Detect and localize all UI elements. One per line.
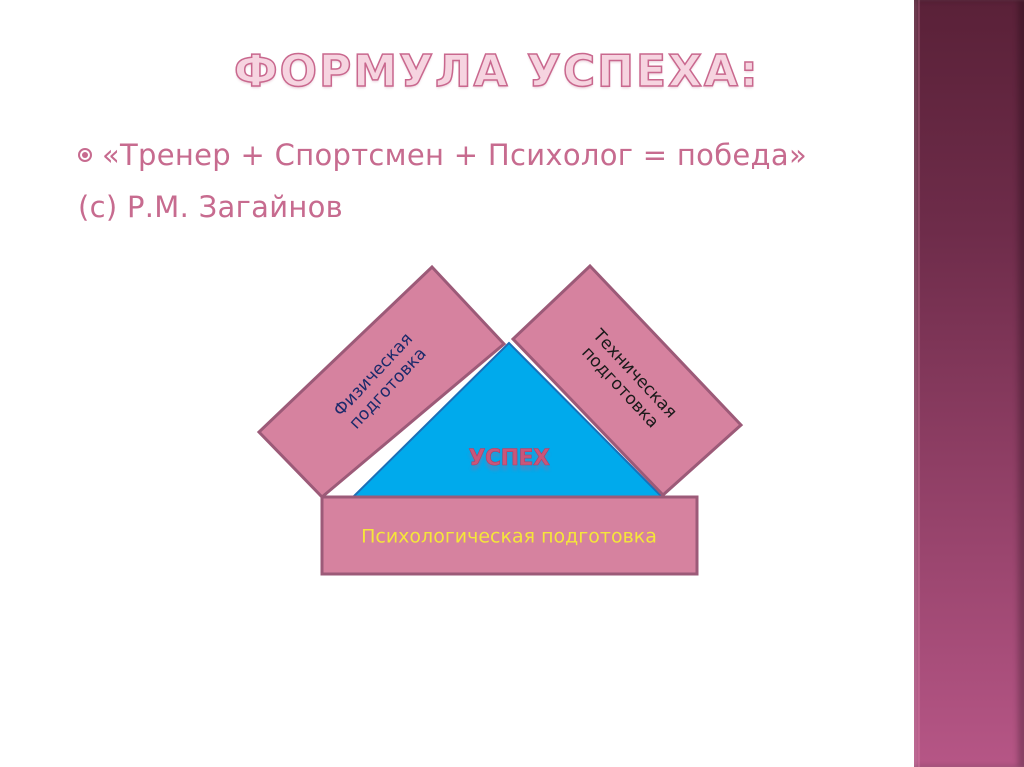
- slide-title: ФОРМУЛА УСПЕХА:: [233, 45, 760, 98]
- success-label: УСПЕХ: [468, 445, 550, 472]
- technical-training-block: [510, 263, 744, 498]
- quote-text: «Тренер + Спортсмен + Психолог = победа»: [102, 138, 808, 172]
- circle-dot-bullet-icon: [78, 148, 92, 162]
- decorative-side-panel: [914, 0, 1024, 767]
- psychological-training-label: Психологическая подготовка: [361, 525, 657, 548]
- quote-author: (с) Р.М. Загайнов: [78, 190, 344, 224]
- psychological-training-block: [320, 495, 699, 576]
- quote-bullet: «Тренер + Спортсмен + Психолог = победа»: [78, 138, 807, 172]
